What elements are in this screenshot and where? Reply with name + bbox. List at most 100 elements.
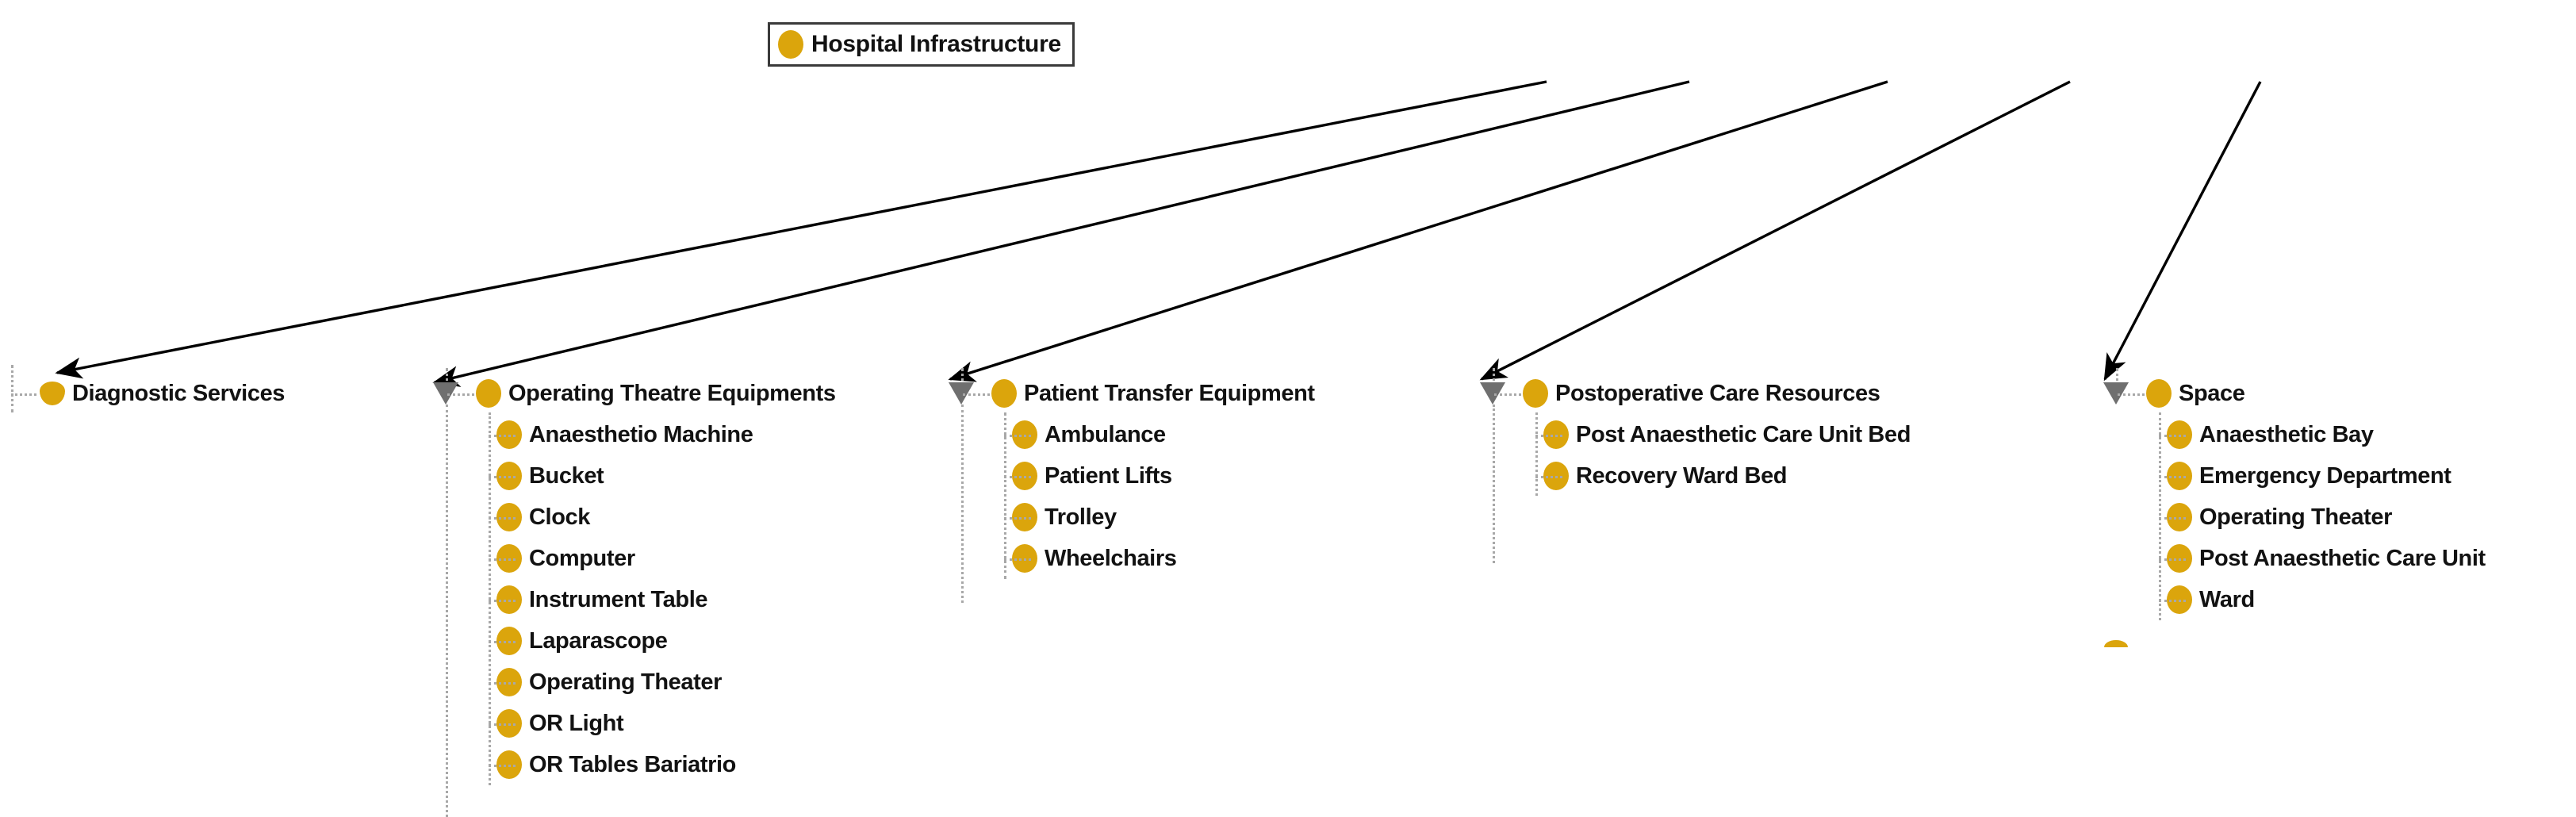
tree-node-label: Operating Theatre Equipments: [508, 380, 836, 406]
branch-operating-theatre-equipments: Operating Theatre Equipments Anaesthetio…: [419, 368, 836, 817]
child-trunk-line: [1535, 412, 1538, 496]
tree-elbow-line: [2159, 600, 2186, 602]
tree-elbow-line: [1004, 558, 1031, 561]
tree-child-row[interactable]: OR Tables Bariatrio: [419, 744, 836, 785]
tree-elbow-line: [447, 393, 474, 396]
tree-node-label: Recovery Ward Bed: [1576, 462, 1788, 489]
tree-child-row[interactable]: Ambulance: [934, 414, 1315, 455]
tree-node-label: Clock: [529, 504, 590, 530]
tree-node-space[interactable]: Space: [2089, 373, 2486, 414]
tree-node-label: Diagnostic Services: [72, 380, 286, 406]
tree-node-label: Anaesthetic Bay: [2199, 421, 2374, 447]
branch-postoperative-care-resources: Postoperative Care Resources Post Anaest…: [1466, 368, 1911, 563]
class-circle-icon: [2146, 379, 2172, 408]
tree-elbow-line: [489, 600, 516, 602]
tree-node-operating-theatre-equipments[interactable]: Operating Theatre Equipments: [419, 373, 836, 414]
tree-child-row[interactable]: Post Anaesthetic Care Unit Bed: [1466, 414, 1911, 455]
class-circle-icon: [40, 382, 65, 405]
tree-node-label: Computer: [529, 545, 635, 571]
tree-elbow-line: [489, 682, 516, 685]
tree-trunk-line-lower: [961, 405, 964, 603]
tree-child-row[interactable]: Emergency Department: [2089, 455, 2486, 497]
tree-elbow-line: [489, 723, 516, 726]
class-circle-icon: [1523, 379, 1548, 408]
tree-child-row[interactable]: Anaesthetio Machine: [419, 414, 836, 455]
tree-child-row[interactable]: Post Anaesthetic Care Unit: [2089, 538, 2486, 579]
class-circle-icon: [991, 379, 1017, 408]
branch-space: Space Anaesthetic Bay Emergency Departme…: [2089, 368, 2486, 647]
tree-elbow-line: [2159, 435, 2186, 437]
tree-node-label: Anaesthetio Machine: [529, 421, 753, 447]
tree-node-diagnostic-services[interactable]: Diagnostic Services: [0, 373, 285, 414]
edge-to-patient-transfer: [948, 80, 1888, 382]
tree-child-row[interactable]: Ward: [2089, 579, 2486, 620]
branch-patient-transfer-equipment: Patient Transfer Equipment Ambulance Pat…: [934, 368, 1315, 603]
tree-child-row[interactable]: Computer: [419, 538, 836, 579]
tree-node-label: Bucket: [529, 462, 604, 489]
tree-node-label: Space: [2179, 380, 2245, 406]
tree-node-label: Wheelchairs: [1045, 545, 1177, 571]
tree-elbow-line: [489, 765, 516, 767]
tree-child-row[interactable]: Trolley: [934, 497, 1315, 538]
tree-elbow-line: [489, 558, 516, 561]
root-node[interactable]: Hospital Infrastructure: [768, 22, 1075, 67]
tree-node-patient-transfer-equipment[interactable]: Patient Transfer Equipment: [934, 373, 1315, 414]
tree-node-label: Instrument Table: [529, 586, 708, 612]
tree-node-label: Post Anaesthetic Care Unit: [2199, 545, 2486, 571]
tree-node-label: Trolley: [1045, 504, 1117, 530]
tree-node-label: Postoperative Care Resources: [1555, 380, 1880, 406]
tree-node-label: Operating Theater: [2199, 504, 2392, 530]
tree-node-postoperative-care-resources[interactable]: Postoperative Care Resources: [1466, 373, 1911, 414]
tree-child-row[interactable]: Bucket: [419, 455, 836, 497]
tree-node-label: Patient Lifts: [1045, 462, 1172, 489]
tree-node-label: Patient Transfer Equipment: [1024, 380, 1315, 406]
child-trunk-line: [489, 412, 491, 785]
class-circle-icon: [778, 30, 803, 59]
tree-node-label: Ward: [2199, 586, 2255, 612]
tree-trunk-line: [11, 365, 13, 412]
tree-child-row[interactable]: Laparascope: [419, 620, 836, 662]
tree-trunk-line-lower: [1493, 405, 1495, 563]
child-trunk-line: [2159, 412, 2161, 620]
tree-elbow-line: [1494, 393, 1521, 396]
branch-diagnostic-services: Diagnostic Services: [0, 365, 285, 414]
root-node-label: Hospital Infrastructure: [811, 31, 1061, 57]
edge-to-space: [2103, 81, 2262, 382]
tree-child-row[interactable]: Operating Theater: [419, 662, 836, 703]
tree-node-label: Post Anaesthetic Care Unit Bed: [1576, 421, 1911, 447]
edge-to-postoperative-care: [1479, 80, 2071, 381]
tree-elbow-line: [2159, 558, 2186, 561]
tree-elbow-line: [489, 435, 516, 437]
tree-node-label: OR Tables Bariatrio: [529, 751, 736, 777]
tree-elbow-line: [2159, 517, 2186, 520]
tree-elbow-line: [1004, 476, 1031, 478]
edge-to-operating-theatre: [432, 80, 1690, 387]
tree-child-row[interactable]: OR Light: [419, 703, 836, 744]
tree-child-row[interactable]: Instrument Table: [419, 579, 836, 620]
tree-child-row[interactable]: Clock: [419, 497, 836, 538]
tree-elbow-line: [1004, 435, 1031, 437]
tree-elbow-line: [1004, 517, 1031, 520]
tree-child-row[interactable]: Patient Lifts: [934, 455, 1315, 497]
tree-elbow-line: [1535, 435, 1562, 437]
tree-elbow-line: [1535, 476, 1562, 478]
edge-to-diagnostic-services: [55, 80, 1547, 379]
tree-node-label: Operating Theater: [529, 669, 722, 695]
tree-child-row[interactable]: Wheelchairs: [934, 538, 1315, 579]
tree-node-label: OR Light: [529, 710, 624, 736]
tree-node-label: Emergency Department: [2199, 462, 2451, 489]
tree-child-row[interactable]: Recovery Ward Bed: [1466, 455, 1911, 497]
tree-elbow-line: [2118, 393, 2145, 396]
tree-trunk-line-lower: [446, 405, 448, 817]
tree-elbow-line: [489, 517, 516, 520]
tree-elbow-line: [963, 393, 990, 396]
clipped-sibling-node-icon: [2104, 640, 2128, 647]
child-trunk-line: [1004, 412, 1006, 579]
tree-node-label: Laparascope: [529, 627, 668, 654]
tree-elbow-line: [489, 476, 516, 478]
tree-child-row[interactable]: Operating Theater: [2089, 497, 2486, 538]
tree-elbow-line: [489, 641, 516, 643]
tree-elbow-line: [2159, 476, 2186, 478]
tree-child-row[interactable]: Anaesthetic Bay: [2089, 414, 2486, 455]
